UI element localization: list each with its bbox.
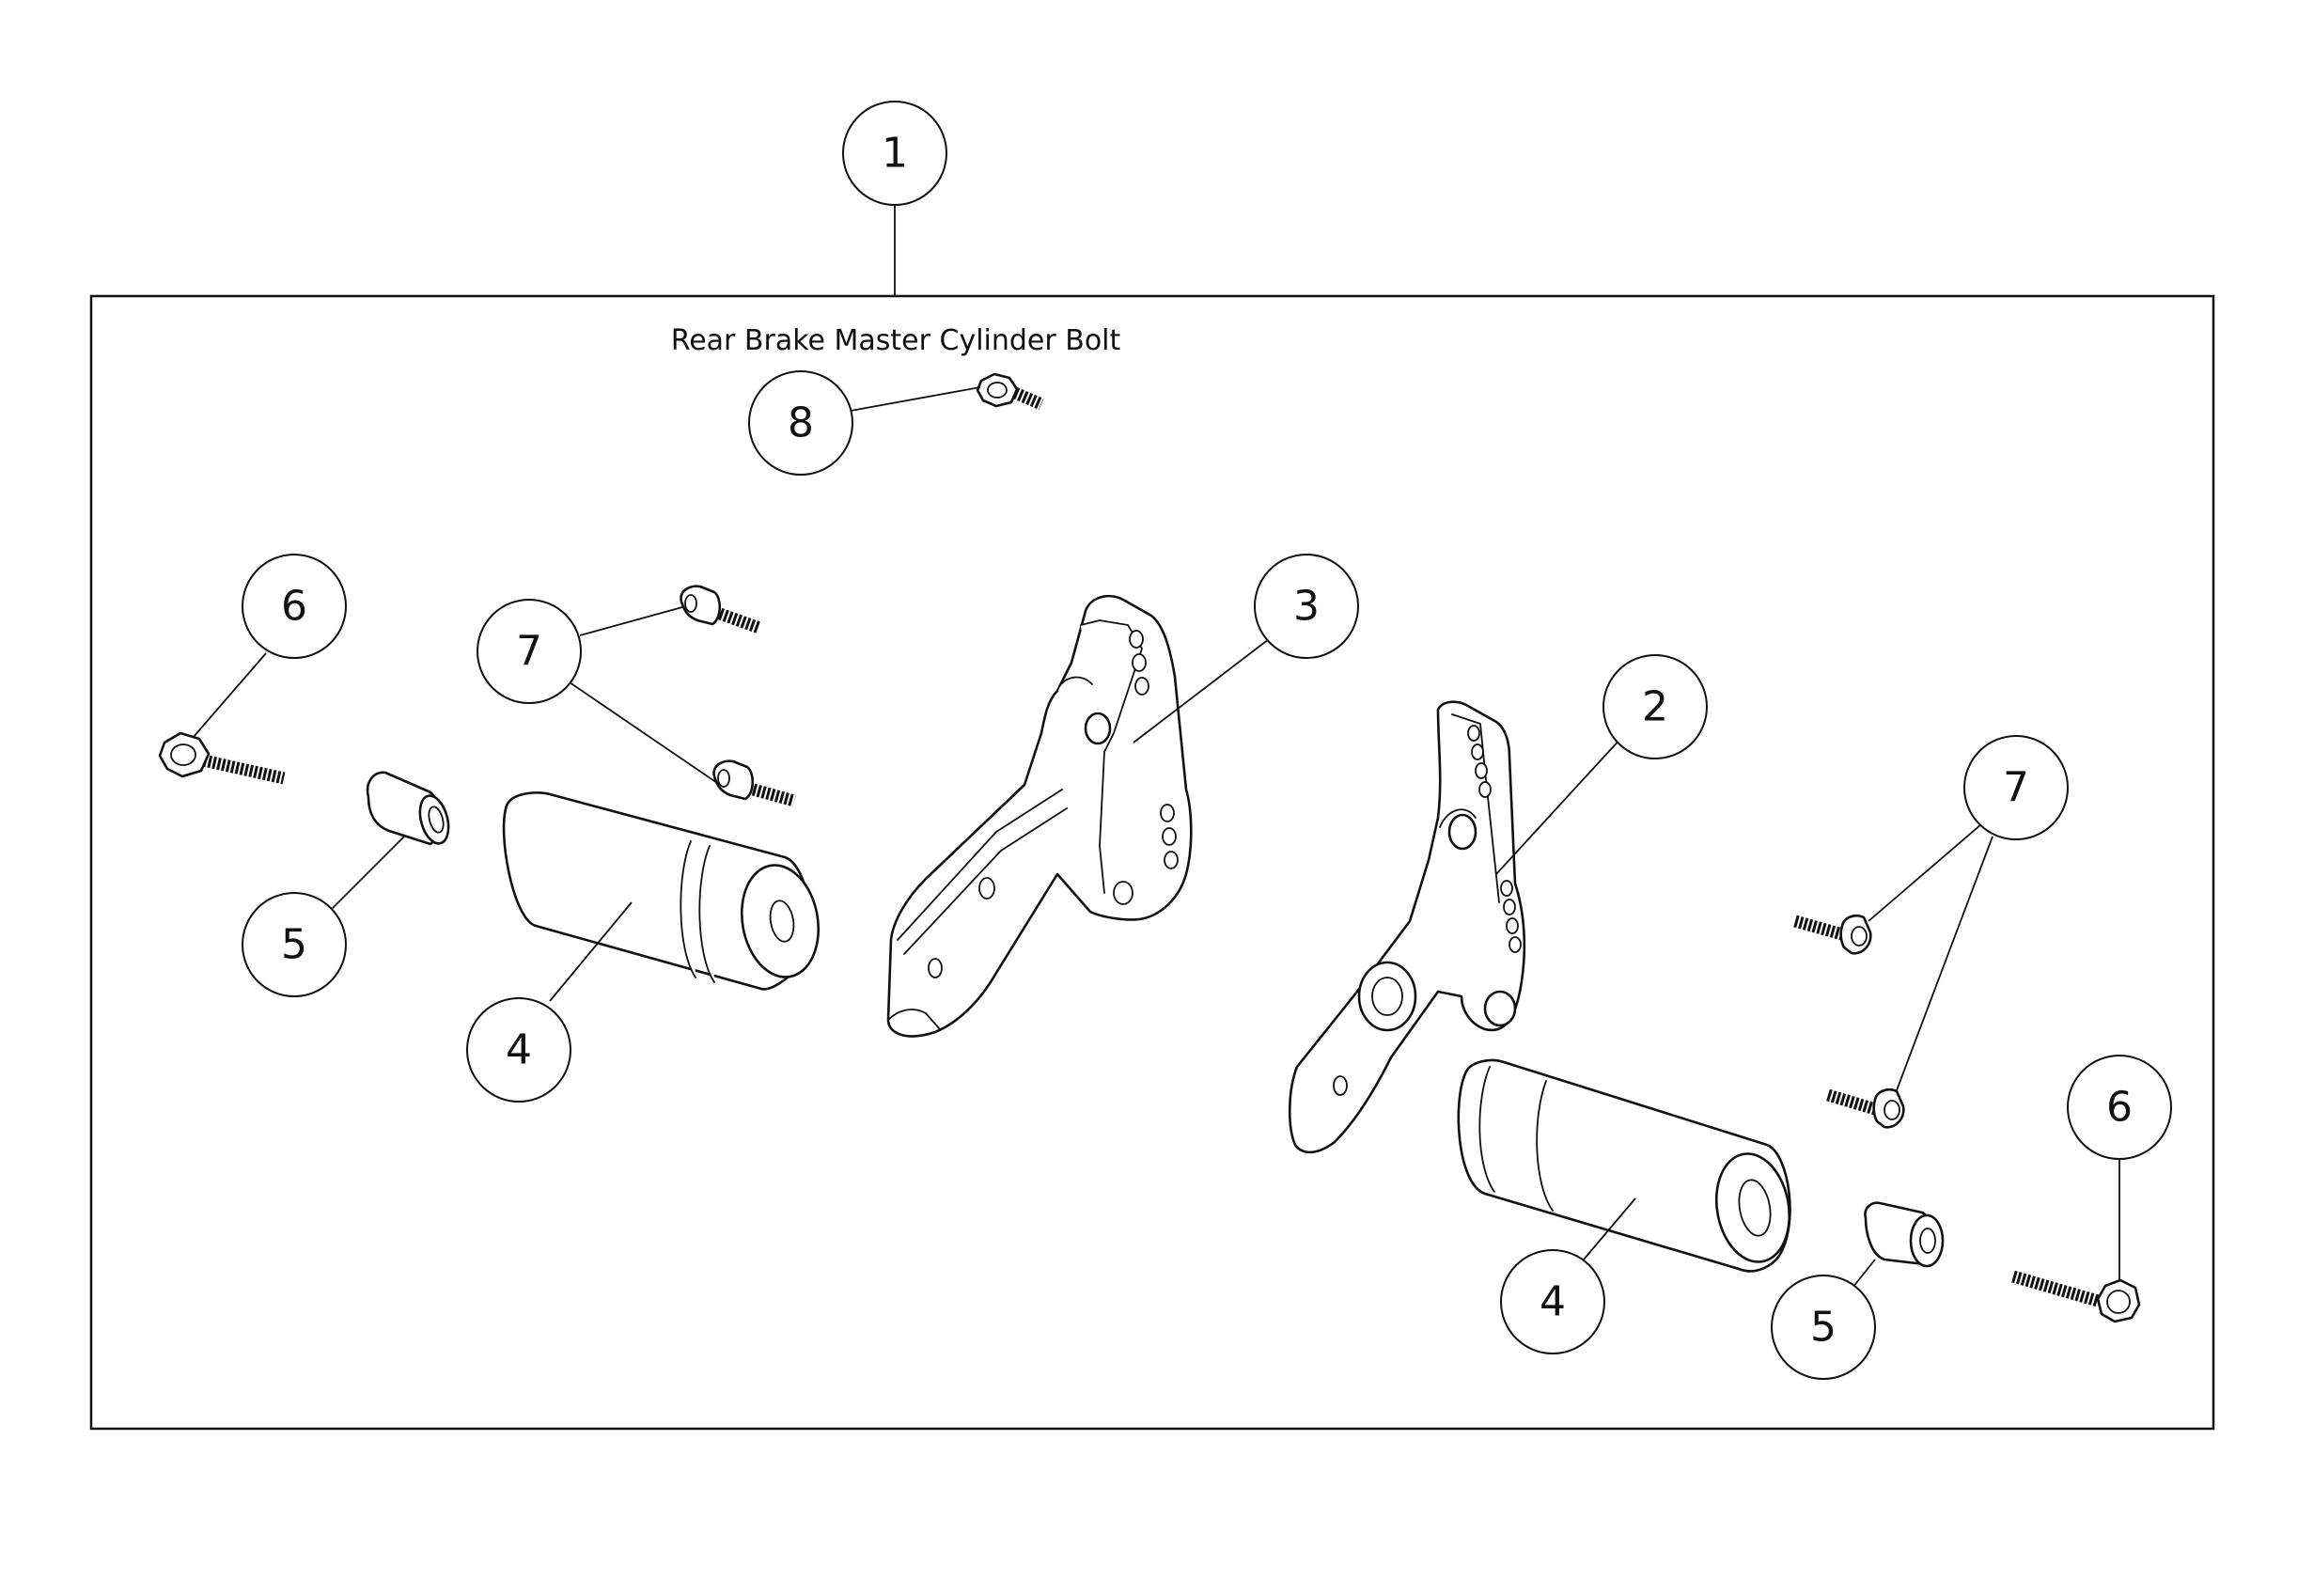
balloon-4-right-label: 4 xyxy=(1540,1278,1566,1326)
balloon-2: 2 xyxy=(1495,654,1708,875)
balloon-5-left: 5 xyxy=(242,836,405,997)
balloon-8-label: 8 xyxy=(788,399,814,447)
caption-rear-brake-bolt: Rear Brake Master Cylinder Bolt xyxy=(671,324,1121,357)
balloon-5-right-label: 5 xyxy=(1810,1304,1837,1352)
balloon-7-left: 7 xyxy=(477,599,721,786)
footpeg-right xyxy=(1457,1058,1791,1273)
bushing-left xyxy=(366,771,450,846)
balloon-1: 1 xyxy=(842,101,947,296)
footpeg-left xyxy=(502,791,821,991)
left-bracket xyxy=(886,595,1193,1038)
bushing-right xyxy=(1864,1201,1945,1268)
balloon-6-left: 6 xyxy=(192,554,347,739)
balloon-8: 8 xyxy=(748,370,981,476)
flange-bolt-left xyxy=(158,731,286,785)
balloon-1-label: 1 xyxy=(882,130,908,178)
flange-bolt-right xyxy=(2011,1270,2141,1323)
balloon-4-left: 4 xyxy=(466,901,633,1103)
balloon-3-label: 3 xyxy=(1293,583,1320,631)
master-cylinder-bolt xyxy=(976,372,1044,410)
balloon-2-label: 2 xyxy=(1642,683,1668,731)
balloon-5-right: 5 xyxy=(1771,1259,1876,1380)
balloon-7-left-label: 7 xyxy=(516,628,542,676)
balloon-5-left-label: 5 xyxy=(281,921,307,969)
socket-cap-screw-left-lower xyxy=(712,759,796,807)
balloon-6-left-label: 6 xyxy=(281,583,307,631)
socket-cap-screw-right-upper xyxy=(1793,915,1872,955)
socket-cap-screw-right-lower xyxy=(1826,1088,1905,1129)
right-bracket xyxy=(1288,700,1526,1154)
balloon-7-right-label: 7 xyxy=(2003,764,2029,812)
balloon-4-right: 4 xyxy=(1500,1197,1636,1354)
socket-cap-screw-left-upper xyxy=(680,585,762,634)
balloon-6-right: 6 xyxy=(2067,1055,2172,1280)
balloon-7-right: 7 xyxy=(1868,735,2069,1091)
balloon-4-left-label: 4 xyxy=(506,1026,532,1074)
balloon-3: 3 xyxy=(1133,554,1359,743)
balloon-6-right-label: 6 xyxy=(2106,1084,2133,1132)
kit-frame xyxy=(89,294,2215,1431)
